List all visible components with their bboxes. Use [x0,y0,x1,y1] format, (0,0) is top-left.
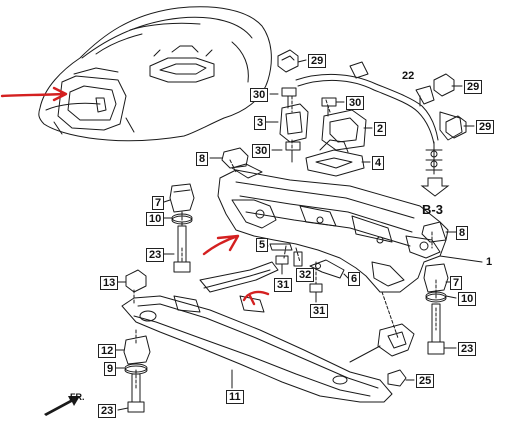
callout-10-right: 10 [458,292,477,306]
nut-29-top [277,49,299,73]
callout-23-left: 23 [146,248,165,262]
bolt-32 [293,251,303,267]
callout-3: 3 [254,116,267,130]
link-6 [309,259,345,279]
callout-30-c: 30 [252,144,271,158]
bolt-30-b [321,97,337,117]
callout-4: 4 [372,156,385,170]
bushing-7-left [169,183,195,213]
front-direction-arrow [44,396,80,416]
callout-6: 6 [348,272,361,286]
callout-1: 1 [486,256,493,268]
red-annotation-arrow [0,86,68,102]
callout-30-b: 30 [346,96,365,110]
callout-29-right: 29 [476,120,495,134]
car-body-illustration [38,6,272,142]
callout-7-left: 7 [152,196,165,210]
nut-29-right [445,115,467,139]
callout-8-top: 8 [196,152,209,166]
callout-7-right: 7 [450,276,463,290]
callout-13: 13 [100,276,119,290]
nut-13 [125,269,147,293]
bushing-7-right [423,263,449,293]
callout-23-bottom: 23 [98,404,117,418]
down-arrow-b3 [420,177,450,197]
leader-lines [133,95,437,391]
callout-30-a: 30 [250,88,269,102]
red-annotation-mark-upper [202,234,240,256]
bolt-30-a [281,87,297,109]
callout-2: 2 [374,122,387,136]
callout-29-top: 29 [308,54,327,68]
callout-8-right: 8 [456,226,469,240]
bolt-5 [269,243,293,251]
bolt-30-c [285,141,301,163]
callout-10-left: 10 [146,212,165,226]
red-annotation-mark-lower [242,290,270,306]
bolt-23-right [427,303,445,355]
bolt-23-bottom [127,373,145,413]
front-label: FR. [70,392,85,402]
callout-9: 9 [104,362,117,376]
bolt-23-left [173,225,191,273]
washer-9 [124,363,148,375]
bracket-4 [305,139,365,177]
callout-22: 22 [402,70,415,82]
front-crossmember [217,163,447,293]
callout-23-right: 23 [458,342,477,356]
rear-lower-beam [121,261,415,403]
mount-3 [279,103,309,143]
callout-25: 25 [416,374,435,388]
bushing-8-top [221,147,249,169]
bushing-8-right [421,221,449,243]
callout-12: 12 [98,344,117,358]
nut-29-mid [433,73,455,97]
callout-11: 11 [226,390,244,404]
bolt-31-a [275,255,289,275]
callout-31-b: 31 [310,304,329,318]
reference-b3: B-3 [422,202,443,217]
bolt-25 [387,369,407,387]
mount-2 [321,109,367,151]
bolt-31-b [309,283,323,303]
callout-32: 32 [296,268,315,282]
callout-29-mid: 29 [464,80,483,94]
callout-5: 5 [256,238,269,252]
bushing-12 [123,335,151,365]
callout-31-a: 31 [274,278,293,292]
